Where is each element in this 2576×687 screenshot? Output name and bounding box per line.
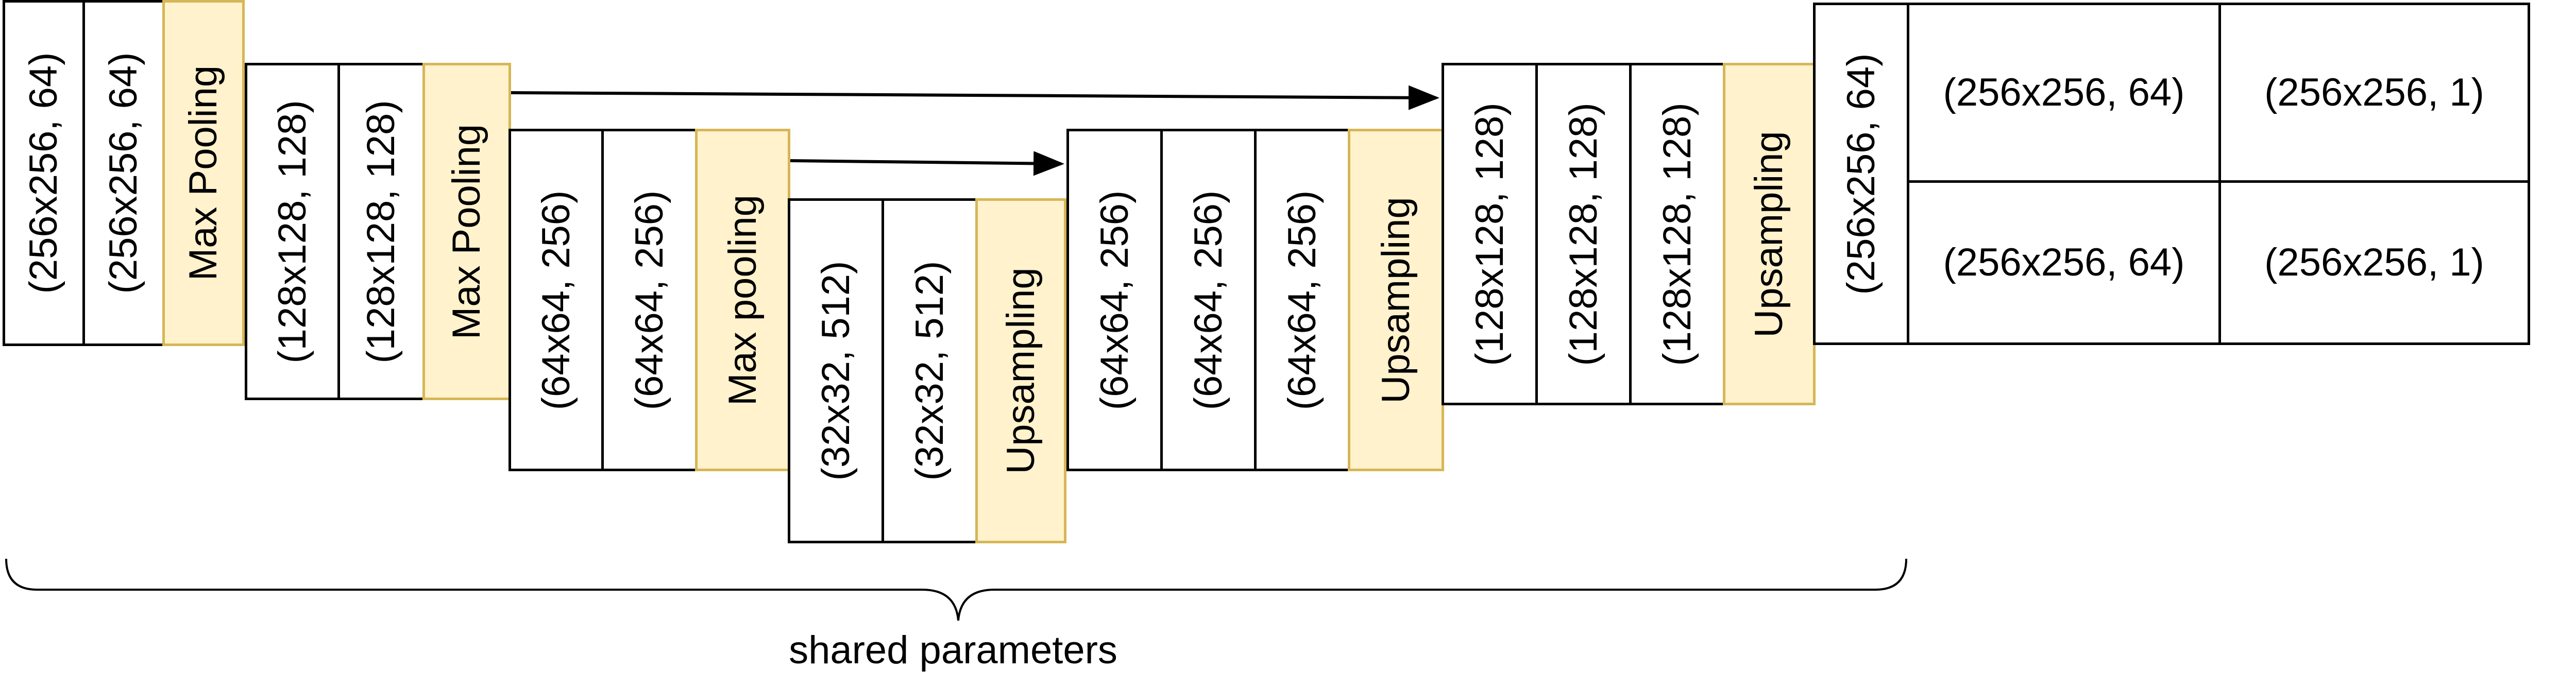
dec2-conv3-block: (128x128, 128) [1629,63,1725,405]
dec1-upsampling-block: Upsampling [1348,129,1444,471]
head-p-out-label: (256x256, 1) [2264,71,2484,114]
final-conv-block: (256x256, 64) [1813,3,1909,345]
head-h-conv-cell: (256x256, 64) [1907,180,2221,345]
skip-connection-arrow-2 [790,151,1064,176]
bottleneck-upsampling-block: Upsampling [975,198,1066,543]
dec2-conv1-block: (128x128, 128) [1442,63,1538,405]
head-h-out-label: (256x256, 1) [2264,241,2484,284]
enc1-maxpool-block: Max Pooling [162,0,245,346]
enc1-conv2-block: (256x256, 64) [82,0,165,346]
shared-parameters-caption: shared parameters [789,628,1117,672]
head-p-conv-label: (256x256, 64) [1943,71,2185,114]
enc1-conv1-block: (256x256, 64) [3,0,85,346]
enc3-conv2-block: (64x64, 256) [601,129,698,471]
enc2-conv2-block: (128x128, 128) [337,63,425,400]
shared-parameters-brace [5,558,1907,621]
head-p-out-cell: (256x256, 1) [2218,3,2530,183]
enc3-maxpool-block: Max pooling [695,129,790,471]
head-h-conv-label: (256x256, 64) [1943,241,2185,284]
enc3-conv1-block: (64x64, 256) [509,129,604,471]
skip-connection-arrow-1 [511,85,1439,110]
bottleneck-conv1-block: (32x32, 512) [788,198,884,543]
dec2-upsampling-block: Upsampling [1723,63,1816,405]
dec1-conv1-block: (64x64, 256) [1066,129,1163,471]
head-h-out-cell: (256x256, 1) [2218,180,2530,345]
